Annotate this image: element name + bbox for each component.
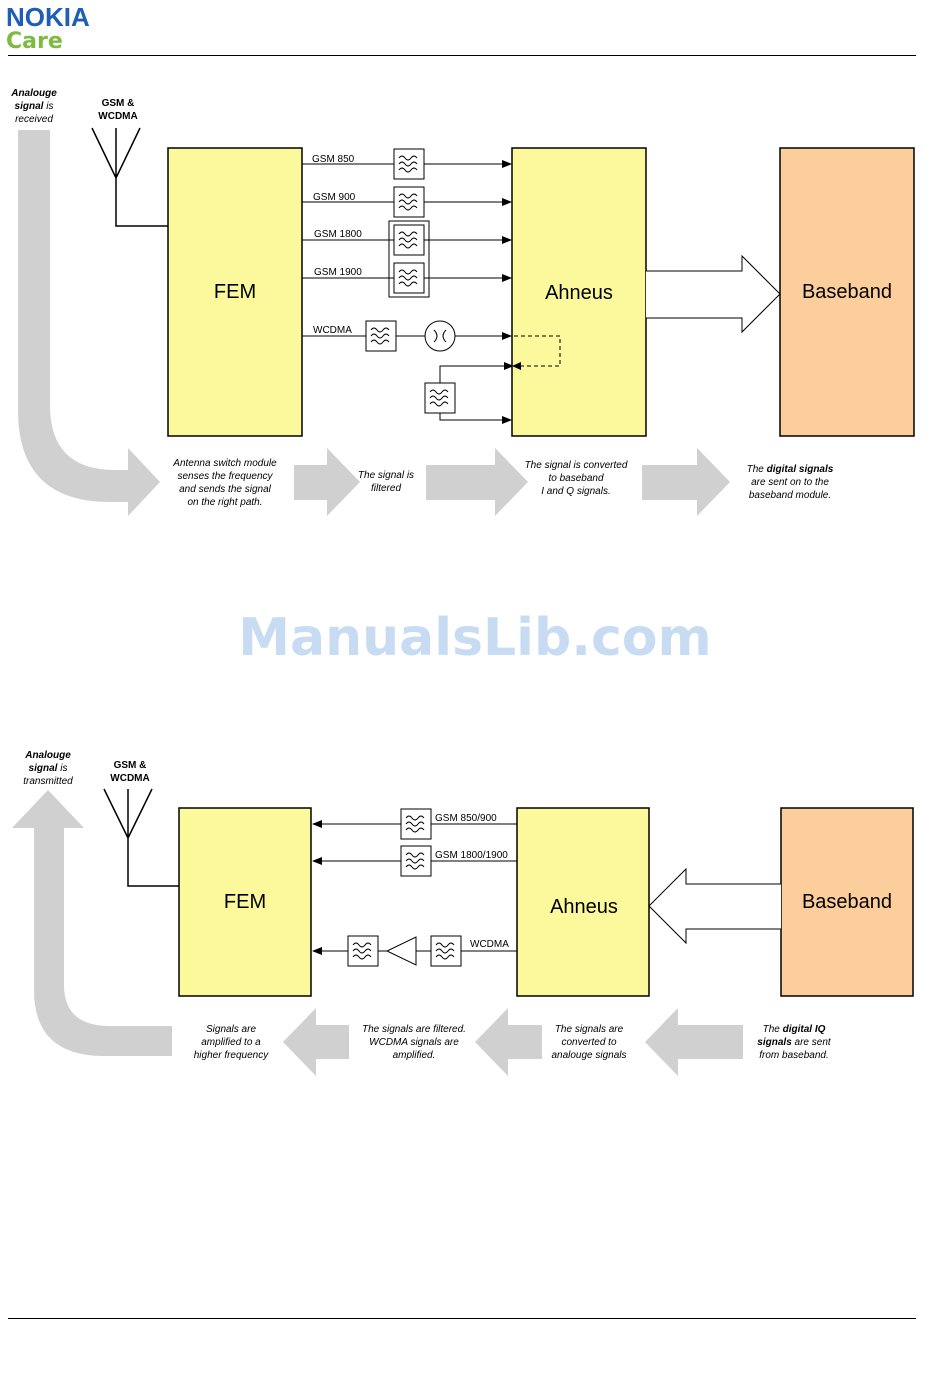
rx-filter-feedback-icon bbox=[424, 382, 456, 414]
tx-filter-wcdma-out-icon bbox=[347, 935, 379, 967]
rx-ahneus-block bbox=[511, 147, 647, 437]
tx-flow-arrow bbox=[12, 790, 743, 1076]
svg-text:The signals are: The signals are bbox=[555, 1024, 624, 1035]
rx-antenna-label-line1: GSM & bbox=[102, 98, 135, 109]
header-rule bbox=[8, 55, 916, 56]
tx-step1-caption: Signals are amplified to a higher freque… bbox=[194, 1024, 269, 1061]
tx-step2-caption: The signals are filtered. WCDMA signals … bbox=[362, 1024, 466, 1061]
tx-path-label-gsm1800-1900: GSM 1800/1900 bbox=[435, 850, 508, 861]
svg-text:converted to: converted to bbox=[561, 1037, 616, 1048]
rx-path-label-wcdma: WCDMA bbox=[313, 325, 352, 336]
svg-text:Antenna switch module: Antenna switch module bbox=[172, 458, 277, 469]
tx-ahneus-label: Ahneus bbox=[550, 896, 618, 918]
rx-diagram: Analouge signal is received GSM & WCDMA … bbox=[10, 88, 915, 516]
tx-side-note-line2: signal is bbox=[29, 763, 68, 774]
rx-filter-gsm1900-icon bbox=[393, 262, 425, 294]
nokia-care-logo: NOKIA Care bbox=[6, 4, 90, 53]
logo-brand: NOKIA bbox=[6, 2, 90, 32]
rx-step1-caption: Antenna switch module senses the frequen… bbox=[172, 458, 277, 508]
tx-signal-paths bbox=[312, 820, 517, 955]
svg-text:The digital IQ: The digital IQ bbox=[763, 1024, 826, 1035]
rx-filter-gsm1800-icon bbox=[393, 224, 425, 256]
svg-text:signals are sent: signals are sent bbox=[757, 1037, 832, 1048]
rx-side-note-line3: received bbox=[15, 114, 53, 125]
rx-path-label-gsm850: GSM 850 bbox=[312, 154, 355, 165]
rx-step4-caption: The digital signals are sent on to the b… bbox=[747, 464, 834, 501]
svg-text:The signal is converted: The signal is converted bbox=[525, 460, 628, 471]
rx-fem-label: FEM bbox=[214, 281, 256, 303]
svg-text:and sends the signal: and sends the signal bbox=[179, 484, 272, 495]
svg-text:The signal is: The signal is bbox=[358, 470, 414, 481]
rx-flow-arrow bbox=[18, 130, 730, 516]
svg-text:analouge signals: analouge signals bbox=[551, 1050, 626, 1061]
footer-rule bbox=[8, 1318, 916, 1319]
rx-side-note-line1: Analouge bbox=[10, 88, 57, 99]
rx-lna-icon bbox=[424, 320, 456, 352]
tx-diagram: Analouge signal is transmitted GSM & WCD… bbox=[12, 750, 914, 1076]
rx-ahneus-label: Ahneus bbox=[545, 282, 613, 304]
tx-side-note-line1: Analouge bbox=[24, 750, 71, 761]
rx-antenna-icon bbox=[91, 127, 168, 227]
tx-filter-gsm1800-1900-icon bbox=[400, 845, 432, 877]
svg-text:from baseband.: from baseband. bbox=[759, 1050, 829, 1061]
tx-antenna-icon bbox=[103, 788, 179, 887]
tx-step4-caption: The digital IQ signals are sent from bas… bbox=[757, 1024, 832, 1061]
rx-antenna-label-line2: WCDMA bbox=[98, 111, 137, 122]
tx-pa-amplifier-icon bbox=[385, 936, 417, 966]
svg-text:The digital signals: The digital signals bbox=[747, 464, 834, 475]
svg-text:amplified.: amplified. bbox=[393, 1050, 436, 1061]
svg-text:baseband module.: baseband module. bbox=[749, 490, 831, 501]
svg-text:amplified to a: amplified to a bbox=[201, 1037, 261, 1048]
rx-step3-caption: The signal is converted to baseband I an… bbox=[525, 460, 628, 497]
rx-digital-arrow bbox=[646, 254, 781, 334]
svg-text:on the right path.: on the right path. bbox=[187, 497, 262, 508]
tx-fem-label: FEM bbox=[224, 891, 266, 913]
rx-side-note-line2: signal is bbox=[15, 101, 54, 112]
rx-filter-gsm900-icon bbox=[393, 186, 425, 218]
tx-baseband-block bbox=[780, 807, 914, 997]
svg-text:Signals are: Signals are bbox=[206, 1024, 256, 1035]
svg-text:I and Q signals.: I and Q signals. bbox=[541, 486, 610, 497]
watermark: ManualsLib.com bbox=[238, 608, 712, 668]
tx-antenna-label-line2: WCDMA bbox=[110, 773, 149, 784]
svg-text:filtered: filtered bbox=[371, 483, 401, 494]
rx-path-label-gsm900: GSM 900 bbox=[313, 192, 356, 203]
svg-text:to baseband: to baseband bbox=[548, 473, 603, 484]
rx-feedback-arrowhead bbox=[512, 362, 521, 370]
tx-ahneus-block bbox=[516, 807, 650, 997]
rx-path-label-gsm1800: GSM 1800 bbox=[314, 229, 362, 240]
tx-filter-wcdma-icon bbox=[430, 935, 462, 967]
rx-step2-caption: The signal is filtered bbox=[358, 470, 414, 494]
svg-text:senses the frequency: senses the frequency bbox=[177, 471, 273, 482]
svg-text:WCDMA signals are: WCDMA signals are bbox=[369, 1037, 459, 1048]
rx-fem-block bbox=[167, 147, 303, 437]
svg-text:are sent on to the: are sent on to the bbox=[751, 477, 829, 488]
rx-filter-group-frame bbox=[388, 220, 430, 298]
tx-filter-gsm850-900-icon bbox=[400, 808, 432, 840]
rx-filter-wcdma-icon bbox=[365, 320, 397, 352]
rx-path-label-gsm1900: GSM 1900 bbox=[314, 267, 362, 278]
tx-path-label-gsm850-900: GSM 850/900 bbox=[435, 813, 497, 824]
tx-baseband-label: Baseband bbox=[802, 891, 892, 913]
svg-text:The signals are filtered.: The signals are filtered. bbox=[362, 1024, 466, 1035]
tx-side-note-line3: transmitted bbox=[23, 776, 73, 787]
svg-text:higher frequency: higher frequency bbox=[194, 1050, 269, 1061]
tx-digital-arrow bbox=[648, 867, 781, 945]
rx-baseband-block bbox=[779, 147, 915, 437]
tx-antenna-label-line1: GSM & bbox=[114, 760, 147, 771]
tx-path-label-wcdma: WCDMA bbox=[470, 939, 509, 950]
rx-filter-gsm850-icon bbox=[393, 148, 425, 180]
rx-baseband-label: Baseband bbox=[802, 281, 892, 303]
tx-step3-caption: The signals are converted to analouge si… bbox=[551, 1024, 626, 1061]
logo-sub: Care bbox=[6, 29, 63, 54]
tx-fem-block bbox=[178, 807, 312, 997]
